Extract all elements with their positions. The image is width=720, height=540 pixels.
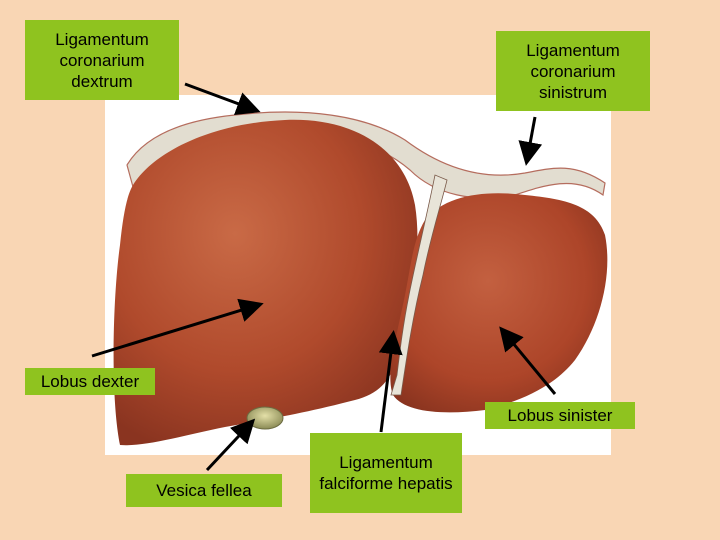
left-lobe-shape bbox=[390, 193, 608, 413]
liver-illustration bbox=[105, 95, 611, 455]
label-lig-cor-sinistrum: Ligamentum coronarium sinistrum bbox=[496, 31, 650, 111]
falciform-ligament-shape bbox=[390, 174, 448, 396]
label-vesica-fellea: Vesica fellea bbox=[126, 474, 282, 507]
label-lig-cor-dextrum: Ligamentum coronarium dextrum bbox=[25, 20, 179, 100]
label-lobus-sinister: Lobus sinister bbox=[485, 402, 635, 429]
gallbladder-shape bbox=[246, 406, 284, 430]
right-lobe-shape bbox=[113, 119, 418, 446]
label-lig-falciforme: Ligamentum falciforme hepatis bbox=[310, 433, 462, 513]
label-lobus-dexter: Lobus dexter bbox=[25, 368, 155, 395]
